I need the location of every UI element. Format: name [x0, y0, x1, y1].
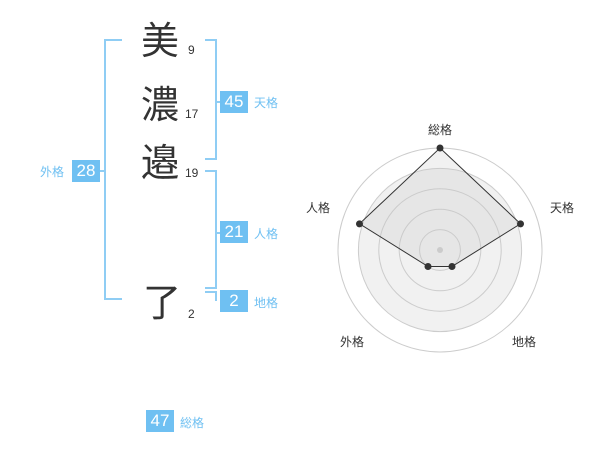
name-char-3: 邉 [141, 141, 180, 185]
radar-ring-4 [357, 167, 523, 333]
name-char-4: 了 [143, 281, 182, 325]
radar-point-4 [355, 220, 363, 228]
radar-axis-label-soukaku: 総格 [428, 123, 453, 137]
jinkaku-bracket-tick [215, 232, 221, 234]
radar-ring-2 [398, 208, 482, 292]
radar-ring-1 [419, 229, 461, 271]
chikaku-bracket [205, 291, 217, 301]
radar-point-2 [448, 263, 456, 271]
radar-point-3 [424, 263, 432, 271]
jinkaku-label: 人格 [254, 227, 279, 241]
radar-axis-label-gaikaku: 外格 [340, 335, 365, 349]
chikaku-label: 地格 [254, 296, 279, 310]
tenkaku-value: 45 [220, 91, 248, 113]
jinkaku-bracket [205, 170, 217, 289]
tenkaku-bracket [205, 39, 217, 160]
radar-point-1 [517, 220, 525, 228]
name-char-2: 濃 [141, 83, 180, 127]
radar-axis-label-chikaku: 地格 [512, 335, 537, 349]
stroke-count-3: 19 [185, 166, 199, 180]
stroke-count-4: 2 [188, 307, 195, 321]
gaikaku-value: 28 [72, 160, 100, 182]
radar-axis-label-tenkaku: 天格 [550, 201, 575, 215]
gaikaku-bracket-tick [96, 170, 106, 172]
tenkaku-bracket-tick [215, 101, 221, 103]
chikaku-value: 2 [220, 290, 248, 312]
radar-value-polygon [358, 147, 522, 267]
gaikaku-label: 外格 [40, 165, 65, 179]
soukaku-value: 47 [146, 410, 174, 432]
radar-point-0 [436, 144, 444, 152]
soukaku-label: 総格 [180, 416, 205, 430]
radar-center [437, 247, 443, 253]
tenkaku-label: 天格 [254, 96, 279, 110]
jinkaku-value: 21 [220, 221, 248, 243]
gaikaku-bracket [104, 39, 122, 300]
stroke-count-1: 9 [188, 43, 195, 57]
name-char-1: 美 [141, 19, 180, 63]
stroke-count-2: 17 [185, 107, 199, 121]
radar-ring-3 [378, 188, 502, 312]
radar-axis-label-jinkaku: 人格 [306, 201, 331, 215]
